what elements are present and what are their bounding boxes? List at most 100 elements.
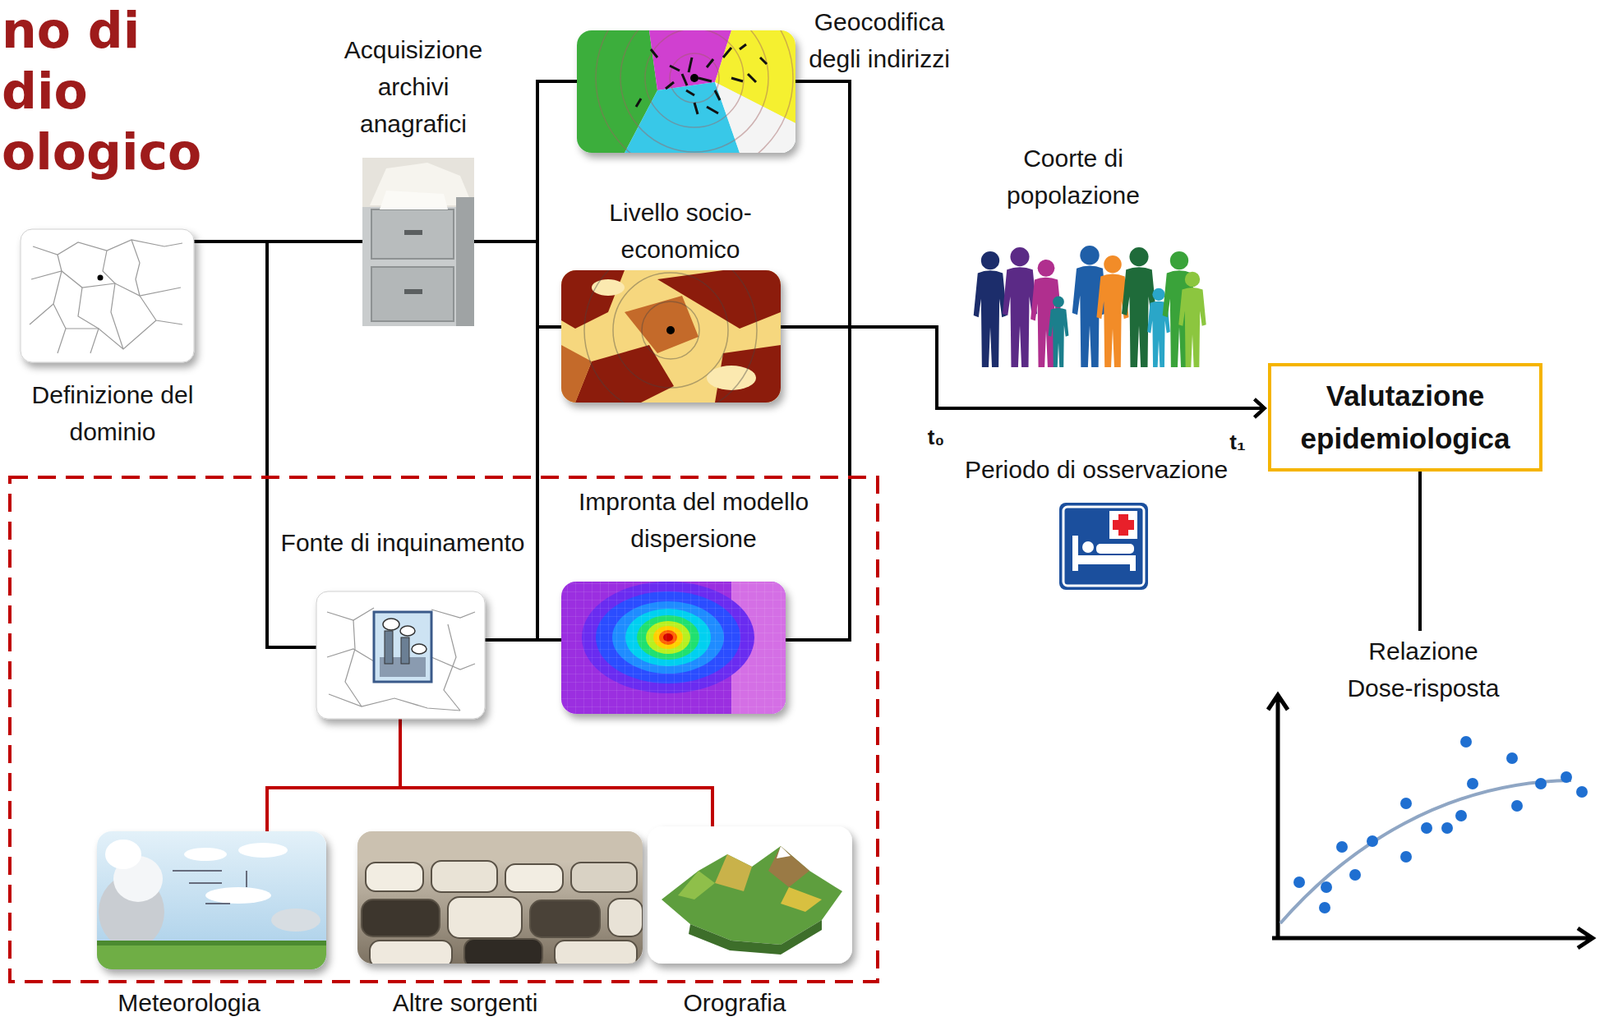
dispersion-map bbox=[561, 581, 786, 715]
hospital-icon bbox=[1096, 544, 1135, 554]
terrain-tile bbox=[714, 854, 752, 892]
dispersion-map bbox=[561, 581, 786, 715]
dispersion-map bbox=[561, 581, 786, 715]
dose-response-chart bbox=[1455, 810, 1467, 822]
domain-map bbox=[53, 254, 66, 354]
node-label: Impronta del modello dispersione bbox=[570, 483, 817, 558]
terrain-tile bbox=[688, 920, 822, 955]
weather-picture bbox=[96, 831, 327, 970]
dose-response-chart bbox=[1511, 800, 1523, 812]
archive-photo bbox=[456, 197, 475, 327]
geocoding-map bbox=[690, 73, 699, 83]
weather-picture bbox=[96, 831, 327, 970]
connector bbox=[400, 719, 713, 827]
connector bbox=[474, 81, 577, 242]
map-tile: Definizione del dominio bbox=[20, 229, 194, 363]
dose-response-chart bbox=[1535, 778, 1547, 790]
archive-photo bbox=[362, 157, 475, 327]
node-label: Acquisizione archivi anagrafici bbox=[335, 31, 492, 143]
weather-picture bbox=[205, 887, 272, 904]
geocoding-map bbox=[714, 82, 796, 153]
domain-map bbox=[131, 239, 140, 296]
source-map bbox=[345, 620, 362, 707]
terrain-tile bbox=[768, 846, 810, 888]
domain-map bbox=[20, 229, 194, 363]
dose-response-chart bbox=[1420, 822, 1433, 835]
socioeconomic-map bbox=[666, 326, 675, 335]
archive-photo bbox=[404, 230, 423, 236]
hospital-icon bbox=[1109, 511, 1138, 540]
dose-response-chart bbox=[1400, 851, 1412, 863]
connector bbox=[474, 241, 562, 641]
weather-picture: Meteorologia bbox=[96, 831, 327, 970]
weather-picture bbox=[96, 831, 327, 970]
connector bbox=[267, 719, 401, 832]
terrain-tile bbox=[780, 887, 822, 913]
source-map bbox=[316, 591, 485, 720]
dose-response-chart bbox=[1268, 695, 1593, 949]
source-map bbox=[443, 624, 461, 711]
people-silhouettes bbox=[1048, 296, 1070, 368]
hospital-icon bbox=[1082, 541, 1094, 554]
dose-response-chart bbox=[1400, 797, 1412, 810]
node-label: Meteorologia bbox=[117, 988, 260, 1019]
traffic-photo bbox=[505, 864, 563, 893]
connector bbox=[1418, 471, 1422, 632]
weather-picture bbox=[271, 908, 321, 932]
traffic-photo bbox=[357, 831, 643, 862]
terrain-tile bbox=[647, 826, 853, 964]
domain-map bbox=[97, 275, 104, 282]
time-mark: t₀ bbox=[927, 424, 945, 450]
terrain-tile bbox=[647, 826, 853, 964]
source-map bbox=[382, 618, 400, 631]
node-label: Altre sorgenti bbox=[392, 988, 539, 1019]
dose-response-chart bbox=[1320, 881, 1333, 894]
weather-picture bbox=[184, 848, 227, 862]
weather-picture bbox=[105, 839, 142, 870]
socioeconomic-map bbox=[706, 365, 757, 391]
dispersion-map bbox=[561, 581, 786, 715]
population-cohort: Coorte di popolazione bbox=[969, 244, 1209, 368]
socioeconomic-map bbox=[641, 301, 700, 360]
source-map bbox=[384, 631, 393, 664]
dose-response-chart bbox=[1506, 752, 1518, 765]
traffic-photo: Altre sorgenti bbox=[357, 831, 643, 964]
chart-panel: Relazione Dose-risposta bbox=[1265, 631, 1595, 944]
traffic-photo bbox=[530, 900, 600, 938]
source-tile: Fonte di inquinamento bbox=[316, 591, 485, 720]
traffic-photo bbox=[554, 940, 637, 964]
traffic-photo bbox=[361, 899, 440, 937]
source-map bbox=[400, 626, 415, 637]
node-label: Orografia bbox=[682, 988, 786, 1019]
domain-map bbox=[78, 287, 99, 354]
dose-response-chart bbox=[1336, 841, 1348, 854]
process-box: Valutazione epidemiologica bbox=[1268, 363, 1544, 472]
hospital-icon bbox=[1063, 507, 1144, 586]
traffic-photo bbox=[608, 899, 643, 937]
weather-picture bbox=[238, 843, 288, 858]
node-label: Relazione Dose-risposta bbox=[1339, 632, 1508, 707]
socioeconomic-map bbox=[575, 345, 674, 403]
geocoding-map bbox=[595, 30, 794, 153]
dose-response-chart bbox=[1318, 902, 1331, 914]
domain-map bbox=[20, 229, 194, 363]
traffic-photo bbox=[571, 862, 637, 893]
dose-response-chart bbox=[1293, 876, 1305, 889]
hospital-icon bbox=[1059, 502, 1149, 591]
dose-response-chart bbox=[1349, 869, 1361, 881]
geocoding-map bbox=[645, 30, 744, 128]
weather-picture bbox=[96, 940, 327, 946]
connector bbox=[474, 241, 562, 328]
geocoding-map bbox=[576, 0, 796, 177]
weather-picture bbox=[172, 871, 247, 904]
traffic-photo bbox=[357, 831, 643, 964]
node-label: Fonte di inquinamento bbox=[281, 524, 526, 562]
connector bbox=[484, 638, 562, 642]
dose-response-chart bbox=[1441, 822, 1453, 835]
node-label: Coorte di popolazione bbox=[999, 139, 1148, 214]
terrain-tile: Orografia bbox=[647, 826, 853, 964]
node-label: Livello socio- economico bbox=[600, 193, 761, 268]
title: no di dio ologico bbox=[1, 0, 202, 183]
dose-response-chart bbox=[1560, 771, 1573, 784]
